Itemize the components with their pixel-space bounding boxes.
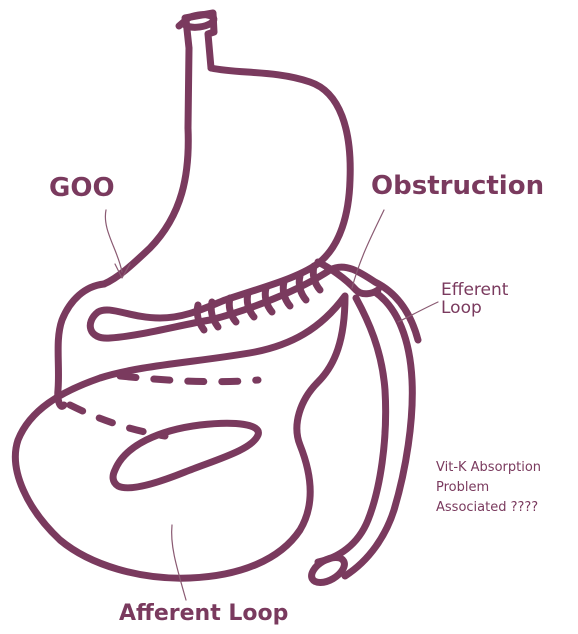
vit-k-note: Vit-K Absorption Problem Associated ???? [436, 458, 541, 518]
vit-k-line2: Problem [436, 478, 541, 498]
esophagus-opening [183, 13, 214, 29]
dashed-line-upper [120, 376, 258, 382]
afferent-loop-label: Afferent Loop [119, 602, 288, 625]
vit-k-line3: Associated ???? [436, 498, 541, 518]
efferent-label-line2: Loop [441, 300, 508, 318]
dashed-line-lower [70, 405, 165, 436]
obstruction-label: Obstruction [371, 173, 544, 200]
afferent-loop [15, 296, 345, 578]
stomach-outline [90, 68, 350, 338]
efferent-loop [318, 292, 412, 576]
vit-k-line1: Vit-K Absorption [436, 458, 541, 478]
afferent-pointer [172, 525, 186, 600]
efferent-loop-label: Efferent Loop [441, 282, 508, 318]
esophagus-outline [104, 13, 214, 284]
goo-label: GOO [49, 175, 115, 202]
efferent-loop-end [307, 552, 348, 587]
staple-line [197, 266, 320, 330]
